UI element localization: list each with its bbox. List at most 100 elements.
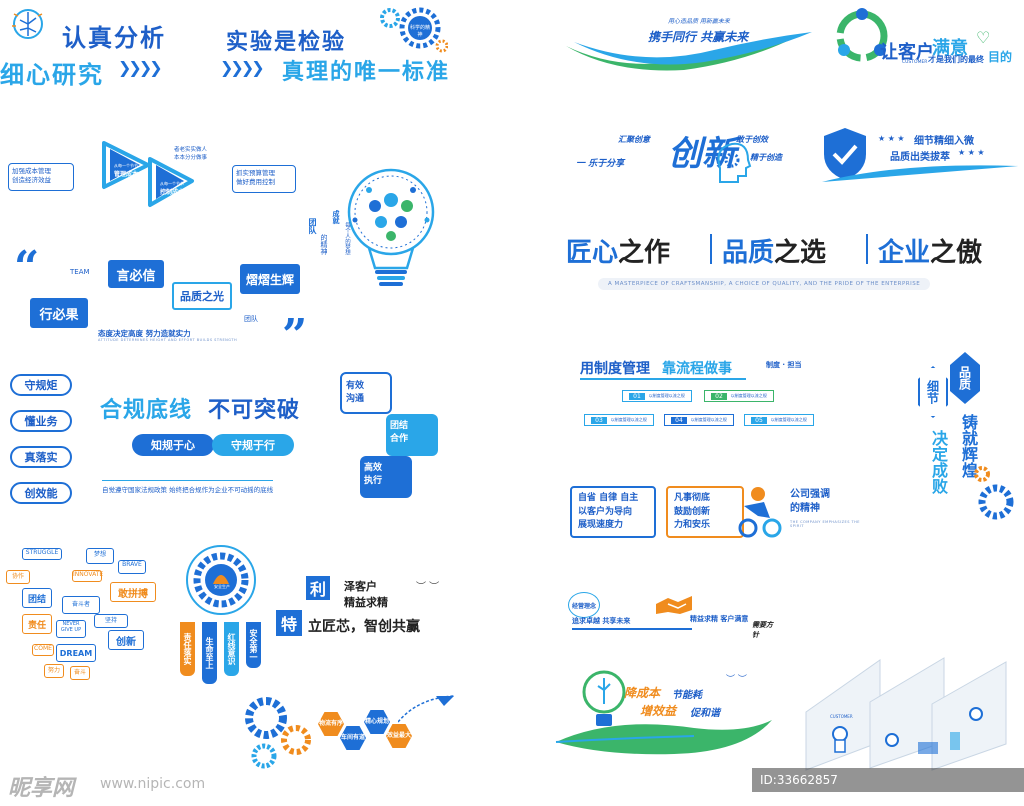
heart-word-7: 责任 [22, 614, 52, 634]
system-row-3: 04 以制度管理以流之规 [664, 414, 734, 426]
detail-gears-icon [974, 466, 1014, 520]
compliance-caption: 自觉遵守国家法规政策 始终把合规作为企业不可动摇的底线 [102, 480, 274, 494]
heart-word-12: COME [32, 644, 54, 656]
craft-char-1: 利 [306, 576, 330, 600]
bulb-v4: 每个人的梦想 [344, 222, 350, 255]
heart-word-2: 梦想 [86, 548, 114, 564]
hex-2: 精心规划 [364, 710, 390, 734]
headline-p1a: 匠心 [566, 238, 619, 268]
people-circle-icon [836, 8, 888, 62]
innovate-big: 创新 [668, 134, 736, 174]
chevrons-left-icon: ❯❯❯❯ [118, 58, 163, 77]
chevrons-right-icon: ❯❯❯❯ [220, 58, 265, 77]
shield-check-icon [824, 128, 866, 180]
innovate-b: 一 乐于分享 [576, 159, 625, 169]
shield-stars: ★ ★ ★ [878, 134, 905, 143]
compliance-item-3: 创效能 [10, 482, 72, 504]
heart-word-5: 团结 [22, 588, 52, 608]
compliance-title-b: 不可突破 [208, 398, 301, 423]
tri1-small: 从每一个节节 [114, 163, 138, 168]
glass-panels-graphic [805, 657, 1007, 771]
heart-word-9: 坚持 [94, 614, 128, 628]
system-management-panel: 用制度管理 靠流程做事 制度 · 担当 01 以制度管理以流之规 02 以制度管… [570, 352, 820, 440]
safety-bar-3: 安全第一 [246, 622, 261, 668]
energy-c: 增效益 [640, 704, 677, 718]
headline-p2a: 品质 [722, 238, 775, 268]
bulb-team-panel: 团队 的精神 成就 每个人的梦想 [305, 160, 445, 305]
bulb-v3: 成就 [332, 210, 340, 224]
heart-word-11: DREAM [56, 644, 96, 662]
safety-bar-1: 生命至上 [202, 622, 217, 684]
headline-divider-1 [710, 234, 712, 264]
watermark-bar: 昵享网 www.nipic.com ID:33662857 NO:2026091… [0, 762, 1024, 806]
shield-stars-2: ★ ★ ★ [958, 148, 985, 157]
system-row-num: 03 [591, 416, 607, 424]
system-row-text: 以制度管理以流之规 [730, 393, 767, 398]
compliance-item-0: 守规矩 [10, 374, 72, 396]
team-label: 团队 [244, 315, 258, 323]
paper-plane-icon [398, 695, 455, 723]
headline-p3b: 之傲 [930, 238, 983, 268]
heart-word-10: 创新 [108, 630, 144, 650]
shield-line-2: 品质出类拔萃 [890, 152, 950, 163]
energy-d: 促和谐 [690, 708, 720, 719]
system-row-4: 05 以制度管理以流之规 [744, 414, 814, 426]
swoosh-under-shield [822, 165, 1018, 182]
communication-panel: 有效 沟通 团结 合作 高效 执行 [340, 368, 440, 503]
compliance-title-a: 合规底线 [100, 398, 193, 423]
team-caption-en: ATTITUDE DETERMINES HEIGHT AND EFFORT BU… [98, 338, 238, 342]
headline-divider-2 [866, 234, 868, 264]
team-en-label: TEAM [70, 268, 90, 276]
team-panel: “ TEAM 言必信 行必果 品质之光 熠熠生辉 团队 态度决定高度 努力造就实… [14, 242, 314, 361]
detail-vertical-2: 决定成败 [929, 430, 948, 494]
handshake-a: 经营理念 [568, 592, 600, 618]
bubble-yan-bi-xin: 言必信 [108, 260, 164, 288]
craft-line-2: 精益求精 [344, 596, 388, 609]
birds-icon-2: ︶ ︶ [726, 675, 747, 685]
heart-center: 奋斗者 [62, 596, 100, 614]
bubble-yi-yi-sheng-hui: 熠熠生辉 [240, 264, 300, 294]
handshake-line [572, 628, 692, 630]
innovate-panel: 汇聚创意 一 乐于分享 创新 敢于创效 精于创造 [572, 120, 802, 190]
headline-p1b: 之作 [618, 238, 671, 268]
gears-cluster-icon [245, 697, 311, 769]
green-bulb-icon [582, 670, 626, 726]
heart-words-panel: STRUGGLE 协作 梦想 INNOVATE BRAVE 团结 敢拼搏 责任 … [4, 548, 164, 688]
headline-p3a: 企业 [878, 238, 931, 268]
system-row-text: 以制度管理以流之规 [648, 393, 685, 398]
spirit-title: 公司强调 的精神 [790, 489, 830, 514]
handshake-panel: 经营理念 追求卓越 共享未来 精益求精 客户满意 需要方针 [568, 590, 778, 640]
shield-line-1: 细节精细入微 [914, 136, 974, 147]
compliance-item-1: 懂业务 [10, 410, 72, 432]
customer-main-b: 满意 [932, 38, 968, 59]
compliance-pill-2: 守规于行 [212, 434, 294, 456]
hex-0: 物流有序 [318, 712, 344, 736]
detail-hex-2: 品质 [950, 352, 980, 404]
headline-en: A MASTERPIECE OF CRAFTSMANSHIP, A CHOICE… [598, 278, 931, 290]
spirit-box-2: 凡事彻底 鼓励创新 力和安乐 [666, 486, 744, 538]
heart-word-4: BRAVE [118, 560, 146, 574]
system-row-text: 以制度管理以流之规 [770, 417, 807, 422]
cost-management-panel: 加强成本管理 创造经济效益 管理成本 从每一个节节 控制成本 从每一个节节 者老… [8, 135, 308, 215]
heart-word-0: STRUGGLE [22, 548, 62, 560]
lightbulb-icon [347, 168, 435, 286]
handshake-d: 需要方针 [752, 621, 773, 639]
system-row-num: 01 [629, 392, 645, 400]
system-title-b: 靠流程做事 [662, 361, 732, 377]
system-row-text: 以制度管理以流之规 [690, 417, 727, 422]
heart-word-14: 奋斗 [70, 666, 90, 680]
astronaut-glass-panel: CUSTOMER [800, 652, 1010, 772]
energy-a: 降成本 [624, 686, 661, 700]
customer-satisfaction-panel: 让客户 满意 ♡ CUSTOMER 才是我们的最终 目的 [832, 2, 1022, 80]
gears-hex-panel: 物流有序 车间有道 精心规划 效益最大 [240, 692, 460, 772]
handshake-top-main: 携手同行 共赢未来 [648, 30, 749, 44]
bulb-v1: 团队 [308, 218, 317, 234]
watermark-site: www.nipic.com [100, 776, 206, 792]
comm-box-1: 有效 沟通 [340, 372, 392, 414]
triangle-arrows-graphic [102, 141, 194, 207]
green-leaf-graphic [555, 720, 772, 755]
craft-line-1: 泽客户 [344, 580, 377, 593]
headline-p2b: 之选 [774, 238, 827, 268]
system-row-num: 05 [751, 416, 767, 424]
comm-box-2: 团结 合作 [386, 414, 438, 456]
